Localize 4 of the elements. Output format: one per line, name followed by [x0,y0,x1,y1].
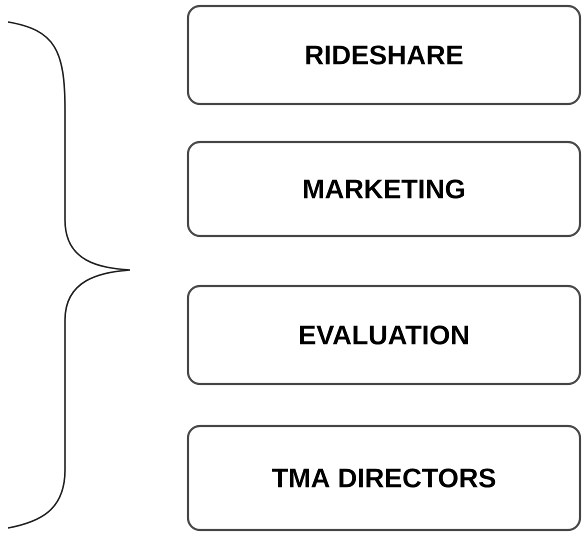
process-box: TMA DIRECTORS [186,424,582,532]
process-box: MARKETING [186,140,582,238]
process-box: RIDESHARE [186,4,582,106]
process-box: EVALUATION [186,284,582,386]
